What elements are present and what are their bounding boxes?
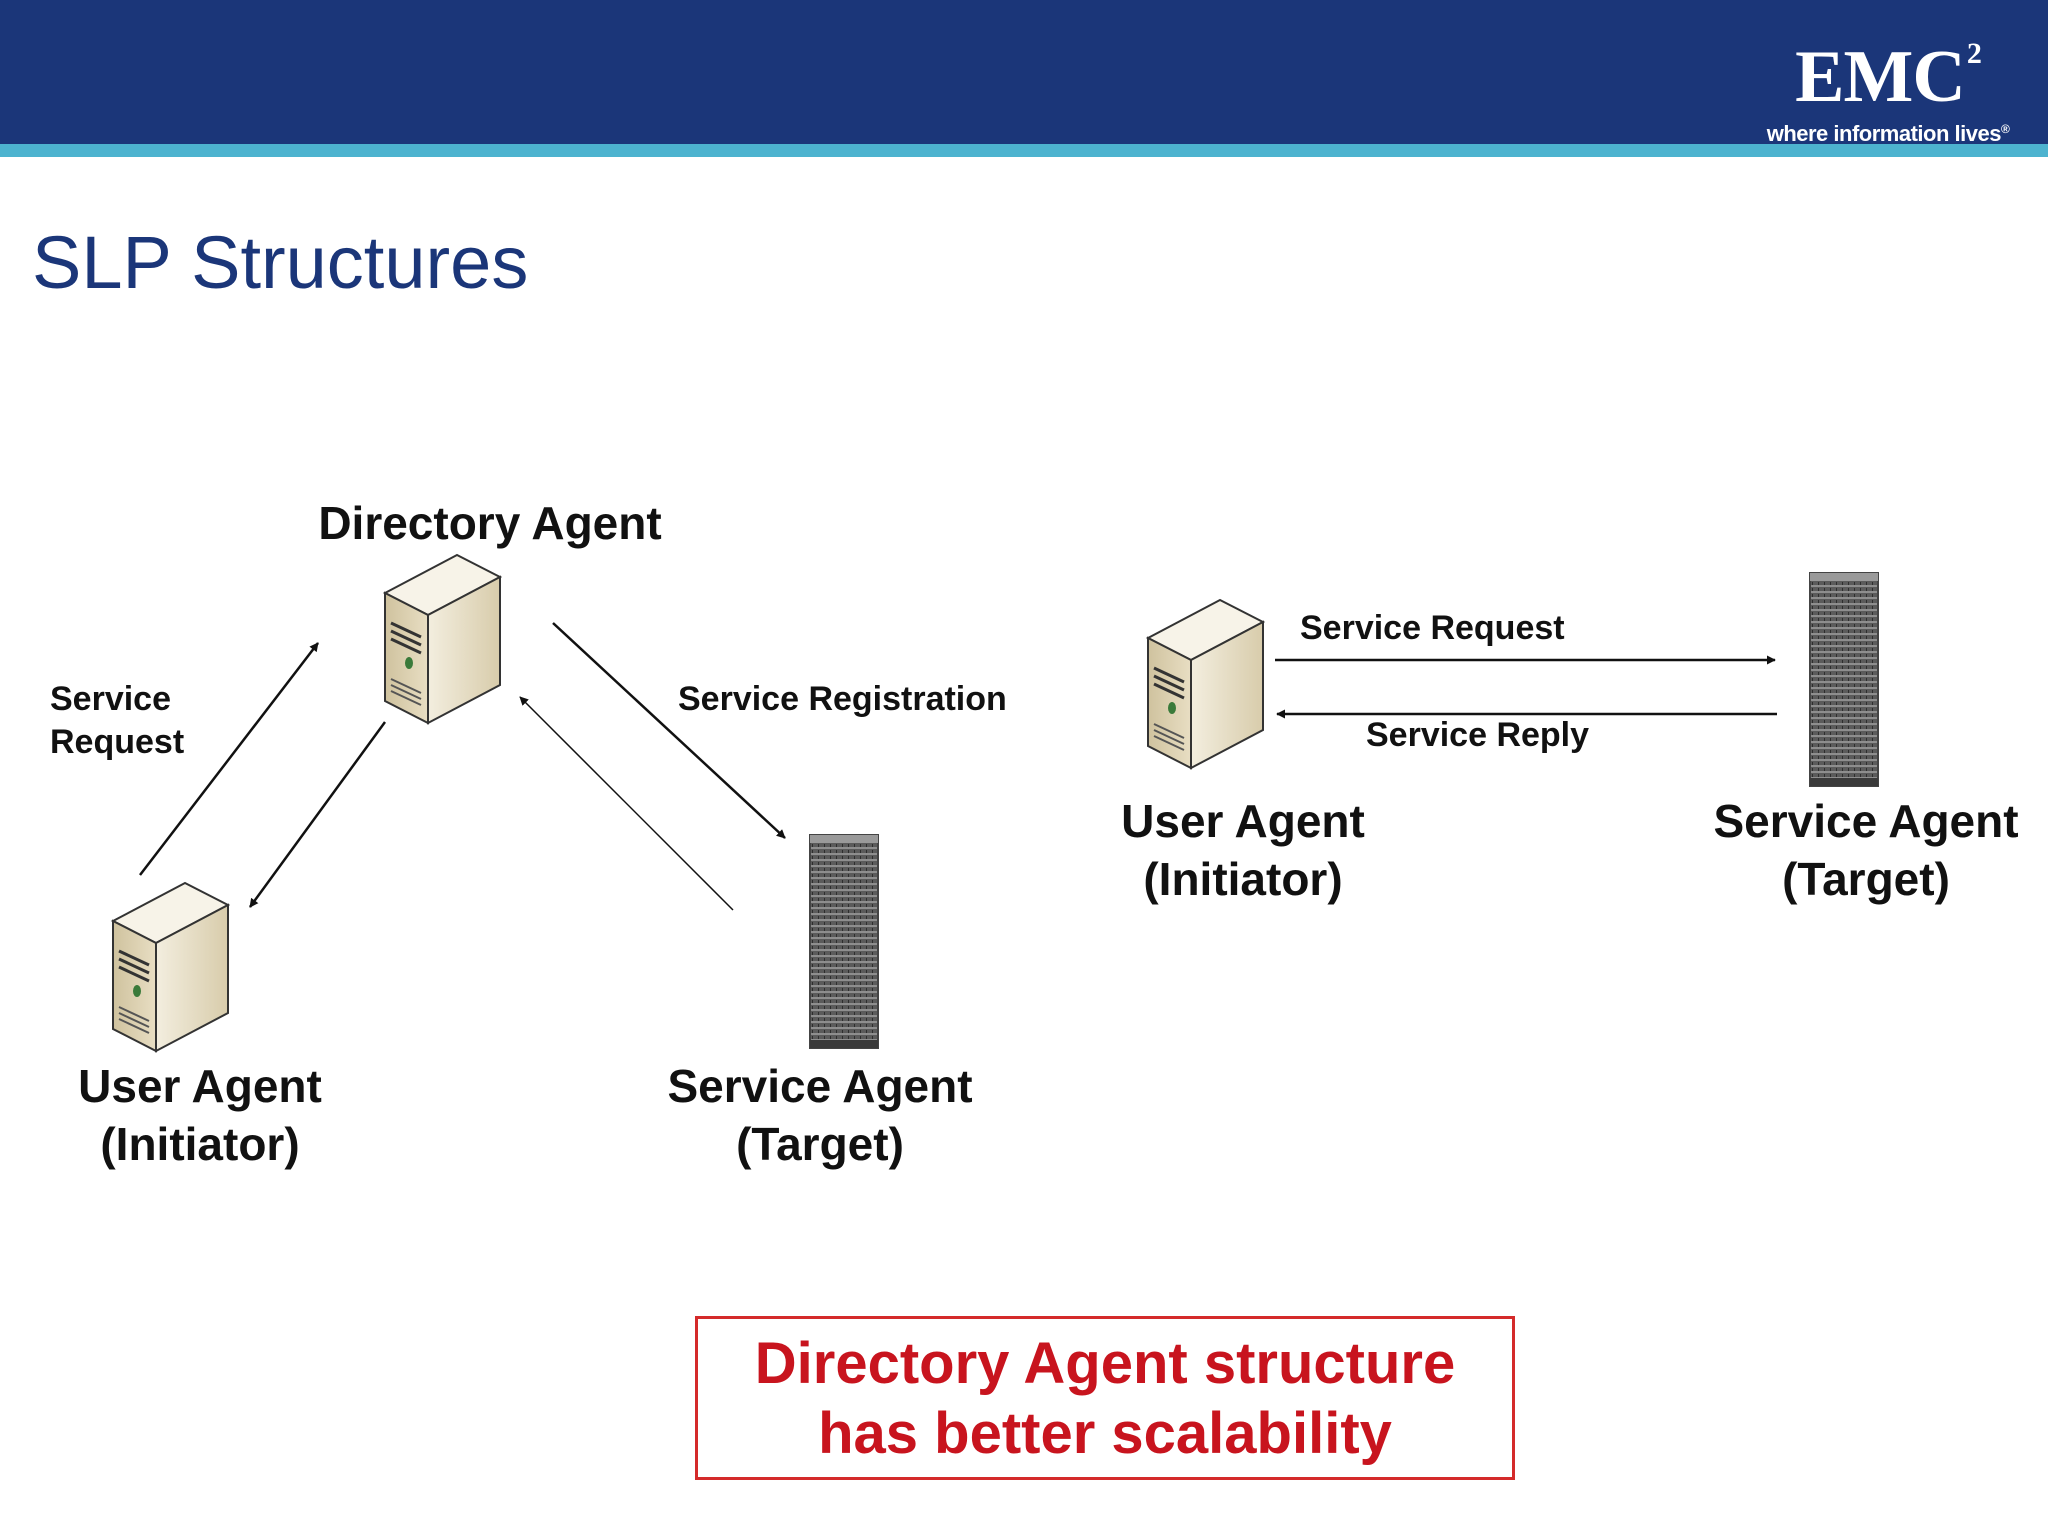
service-agent-storage-icon: [809, 834, 879, 1049]
takeaway-line2: has better scalability: [818, 1401, 1392, 1466]
right-user-agent-label: User Agent (Initiator): [1083, 793, 1403, 908]
directory-agent-label: Directory Agent: [318, 497, 662, 549]
service-agent-line1: Service Agent: [667, 1060, 973, 1112]
user-agent-server-icon: [110, 881, 231, 1053]
arrow-da-to-sa: [552, 622, 786, 839]
directory-agent-server-icon: [382, 553, 503, 725]
arrow-ua-to-da-request: [139, 642, 319, 876]
right-user-agent-line2: (Initiator): [1143, 852, 1343, 905]
right-service-agent-line1: Service Agent: [1713, 795, 2019, 847]
arrow-da-to-ua-reply: [248, 721, 387, 908]
right-service-agent-label: Service Agent (Target): [1686, 793, 2046, 908]
arrow-sa-to-da-registration: [519, 696, 734, 911]
logo-tagline: where information lives®: [1766, 121, 2010, 146]
right-user-agent-server-icon: [1145, 598, 1266, 770]
header-bar: [0, 0, 2048, 144]
user-agent-label: User Agent (Initiator): [40, 1058, 360, 1173]
service-request-line2: Request: [50, 722, 185, 761]
right-service-request-label: Service Request: [1300, 609, 1565, 647]
page-title: SLP Structures: [32, 221, 529, 304]
service-registration-label: Service Registration: [678, 680, 1007, 718]
user-agent-line1: User Agent: [78, 1060, 322, 1112]
takeaway-line1: Directory Agent structure: [754, 1331, 1456, 1396]
takeaway-callout: Directory Agent structure has better sca…: [695, 1316, 1515, 1480]
service-request-line1: Service: [50, 680, 171, 718]
right-service-agent-line2: (Target): [1782, 852, 1950, 905]
service-request-label: Service Request: [50, 678, 250, 763]
service-agent-label: Service Agent (Target): [640, 1058, 1000, 1173]
emc-logo: EMC2 where information lives®: [1758, 8, 2018, 146]
right-service-agent-storage-icon: [1809, 572, 1879, 787]
user-agent-line2: (Initiator): [100, 1117, 300, 1170]
right-user-agent-line1: User Agent: [1121, 795, 1365, 847]
logo-wordmark: EMC2: [1795, 36, 1982, 118]
header-accent-stripe: [0, 144, 2048, 157]
service-reply-label: Service Reply: [1366, 716, 1590, 754]
service-agent-line2: (Target): [736, 1117, 904, 1170]
